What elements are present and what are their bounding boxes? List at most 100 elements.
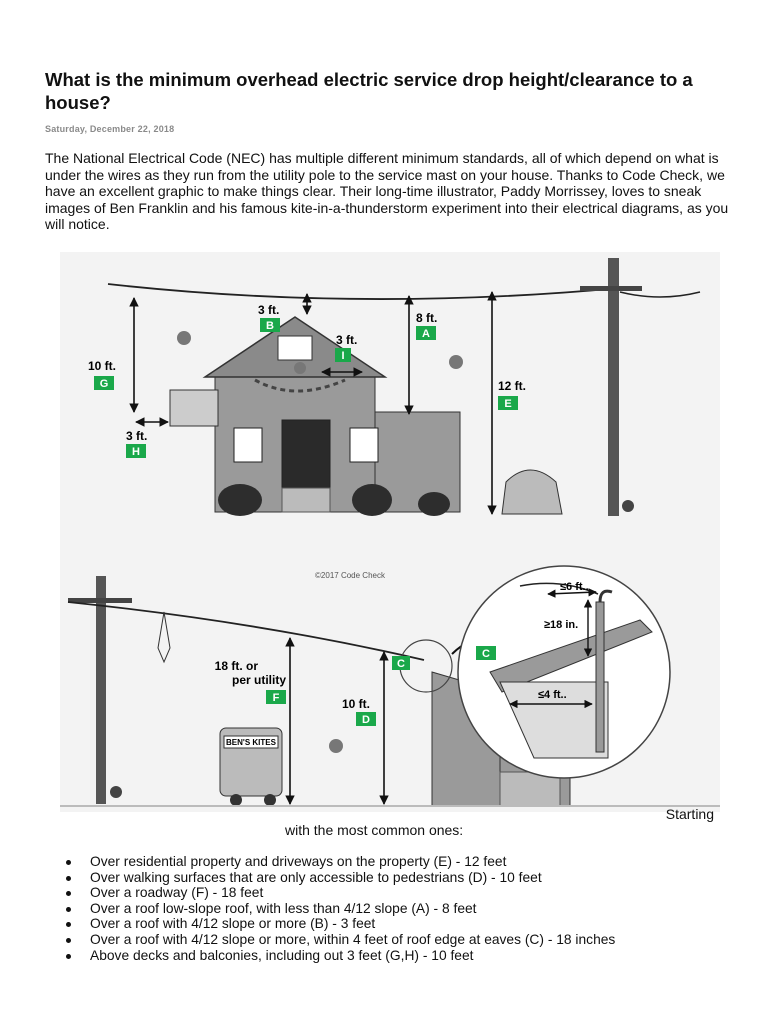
list-item: Above decks and balconies, including out… [66, 948, 746, 964]
shrub-mid [352, 484, 392, 516]
pole-crossarm-bottom [68, 598, 132, 603]
tag-a-box [416, 326, 436, 340]
tag-c-box [392, 656, 410, 670]
clearance-diagram: 3 ft. B 3 ft. I 8 ft. A 10 ft. G 3 ft. H… [60, 252, 720, 812]
detail-inset [457, 565, 671, 779]
tag-e: E [504, 398, 511, 410]
shrub-left [218, 484, 262, 516]
roof-arc [254, 378, 346, 393]
caption-starting: Starting [665, 806, 714, 822]
top-scene: 3 ft. B 3 ft. I 8 ft. A 10 ft. G 3 ft. H… [88, 258, 701, 516]
label-h-value: 3 ft. [126, 429, 147, 443]
ground-line [60, 805, 720, 807]
list-item: Over a roadway (F) - 18 feet [66, 885, 746, 901]
rule-text: Over residential property and driveways … [90, 854, 507, 869]
tag-i-box [335, 348, 351, 362]
pole-wire-right [619, 291, 701, 298]
bottom-scene: ©2017 Code Check BEN'S KITES 18 ft. or p… [60, 565, 720, 807]
list-item: Over a roof with 4/12 slope or more, wit… [66, 932, 746, 948]
tag-c: C [397, 658, 405, 670]
tag-f: F [273, 692, 280, 704]
bullet-icon [66, 906, 71, 912]
truck-sign-box [223, 735, 279, 749]
list-item: Over a roof with 4/12 slope or more (B) … [66, 916, 746, 932]
tag-a: A [422, 328, 430, 340]
hydrant-top [622, 500, 634, 512]
house-garage [374, 411, 461, 513]
list-item: Over residential property and driveways … [66, 854, 746, 870]
label-f-line1: 18 ft. or [215, 659, 259, 673]
pole-crossarm-top [580, 286, 642, 291]
service-wire-top [107, 283, 621, 300]
kite-in-wire [157, 611, 171, 664]
tag-d-box [356, 712, 376, 726]
label-i-value: 3 ft. [336, 333, 357, 347]
truck-wheel-left [230, 794, 242, 806]
porch-steps-bottom [499, 771, 561, 807]
label-f-line2: per utility [232, 673, 286, 687]
window-right [349, 427, 379, 463]
ben-figure-street [329, 739, 343, 753]
label-g-value: 10 ft. [88, 359, 116, 373]
post-date: Saturday, December 22, 2018 [45, 124, 175, 134]
rule-text: Over a roof low-slope roof, with less th… [90, 900, 477, 916]
inset-tag-c-box [476, 646, 496, 660]
tag-g: G [100, 378, 109, 390]
attic-window [277, 335, 313, 361]
inset-service-mast [595, 601, 605, 753]
rule-text: Over a roof with 4/12 slope or more (B) … [90, 916, 376, 932]
inset-weatherhead [598, 589, 613, 603]
utility-pole-top [608, 258, 619, 516]
tag-h: H [132, 446, 140, 458]
bullet-icon [66, 937, 71, 943]
rule-text: Over a roadway (F) - 18 feet [90, 885, 264, 901]
tag-e-box [498, 396, 518, 410]
rule-text: Above decks and balconies, including out… [90, 947, 474, 963]
list-item: Over a roof low-slope roof, with less th… [66, 901, 746, 917]
inset-label-6: ≤6 ft.. [560, 581, 589, 593]
tag-h-box [126, 444, 146, 458]
list-item: Over walking surfaces that are only acce… [66, 870, 746, 886]
truck-wheel-right [264, 794, 276, 806]
utility-pole-bottom [96, 576, 106, 804]
ben-figure-roof [449, 355, 463, 369]
service-wire-bottom [67, 601, 425, 661]
ben-figure-window [294, 362, 306, 374]
inset-tag-c: C [482, 648, 490, 660]
truck-sign: BEN'S KITES [226, 738, 277, 747]
bullet-icon [66, 891, 71, 897]
front-steps [281, 487, 331, 513]
label-d-value: 10 ft. [342, 697, 370, 711]
tag-b-box [260, 318, 280, 332]
window-left [233, 427, 263, 463]
front-door [281, 419, 331, 489]
tag-i: I [341, 350, 344, 362]
inset-dimension-6 [547, 588, 597, 598]
tag-g-box [94, 376, 114, 390]
tag-f-box [266, 690, 286, 704]
rule-text: Over a roof with 4/12 slope or more, wit… [90, 931, 616, 947]
tag-d: D [362, 714, 370, 726]
shrub-right [418, 492, 450, 516]
bullet-icon [66, 860, 71, 865]
inset-label-18: ≥18 in. [544, 619, 578, 631]
label-e-value: 12 ft. [498, 379, 526, 393]
tag-b: B [266, 320, 274, 332]
car-top [501, 469, 563, 515]
label-a-value: 8 ft. [416, 311, 437, 325]
bullet-icon [66, 875, 71, 881]
copyright-note: ©2017 Code Check [315, 571, 386, 580]
ben-figure-deck [177, 331, 191, 345]
caption-common: with the most common ones: [285, 822, 464, 838]
hydrant-bottom [110, 786, 122, 798]
article-title: What is the minimum overhead electric se… [45, 69, 693, 113]
bullet-icon [66, 953, 71, 959]
bullet-icon [66, 922, 71, 928]
intro-paragraph: The National Electrical Code (NEC) has m… [45, 150, 729, 232]
inset-label-4: ≤4 ft.. [538, 689, 567, 701]
deck-railing [169, 389, 219, 427]
rule-text: Over walking surfaces that are only acce… [90, 869, 542, 885]
label-b-value: 3 ft. [258, 303, 279, 317]
clearance-rules-list: Over residential property and driveways … [66, 854, 746, 963]
